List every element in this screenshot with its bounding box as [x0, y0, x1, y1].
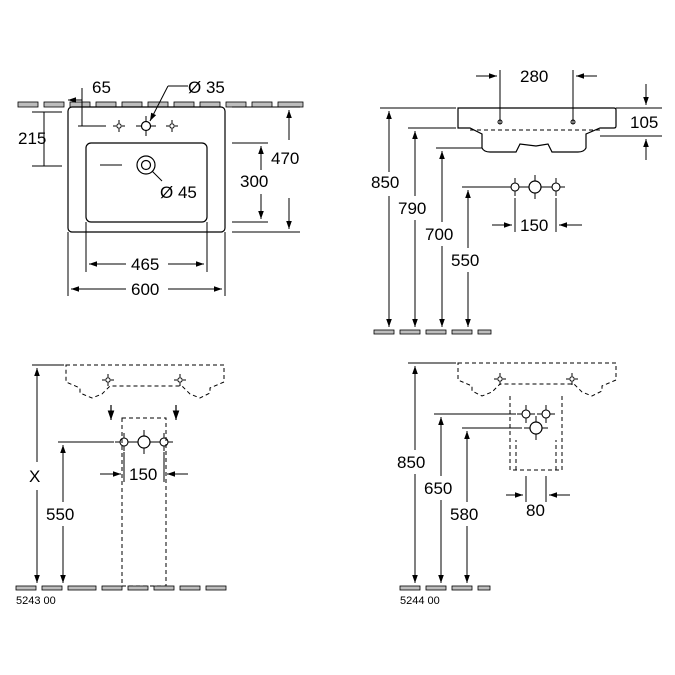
- dim-790: 790: [398, 199, 426, 218]
- floor-strip: [15, 585, 227, 591]
- dim-65: 65: [92, 78, 111, 97]
- dim-470: 470: [271, 149, 299, 168]
- semi-pedestal-view: 850 650 580 80 5244 00: [397, 362, 617, 607]
- dim-280: 280: [520, 67, 548, 86]
- supply-connection-icon: [536, 404, 556, 424]
- dim-465: 465: [131, 255, 159, 274]
- side-view: 280 105 850 790 700: [371, 67, 662, 335]
- pedestal-view: X 550 150 5243 00: [15, 364, 227, 607]
- dim-650: 650: [424, 479, 452, 498]
- fixing-point-icon: [493, 372, 507, 386]
- dim-300: 300: [240, 172, 268, 191]
- tap-hole-icon: [112, 119, 126, 133]
- basin-outline-dashed: [65, 364, 225, 399]
- basin-bowl: [85, 142, 208, 223]
- dim-215: 215: [18, 129, 46, 148]
- supply-connection-icon: [154, 432, 174, 452]
- supply-connection-icon: [505, 177, 525, 197]
- supply-connection-icon: [131, 429, 157, 455]
- supply-connection-icon: [114, 432, 134, 452]
- fixing-point-icon: [565, 372, 579, 386]
- supply-connection-icon: [546, 177, 566, 197]
- product-code: 5243 00: [16, 595, 56, 607]
- semi-pedestal-dashed: [509, 396, 563, 471]
- fixing-point-icon: [173, 373, 187, 387]
- floor-strip: [399, 585, 491, 591]
- tap-hole-icon: [165, 119, 179, 133]
- dim-x: X: [29, 467, 40, 486]
- dim-600: 600: [131, 280, 159, 299]
- dim-diameter-35: Ø 35: [188, 78, 225, 97]
- dim-550: 550: [451, 251, 479, 270]
- dim-80: 80: [526, 501, 545, 520]
- dim-850: 850: [397, 453, 425, 472]
- tap-hole-icon: [135, 115, 157, 137]
- dim-150: 150: [129, 465, 157, 484]
- fixing-point-icon: [101, 373, 115, 387]
- dim-550: 550: [46, 505, 74, 524]
- basin-outline-dashed: [457, 362, 617, 397]
- top-view: 65 Ø 35 215 470 300 Ø 45 465: [17, 78, 304, 299]
- basin-profile: [457, 107, 617, 153]
- product-code: 5244 00: [400, 595, 440, 607]
- supply-connection-icon: [523, 415, 549, 441]
- supply-connection-icon: [522, 174, 548, 200]
- dim-700: 700: [425, 225, 453, 244]
- drain-icon: [136, 155, 156, 175]
- floor-strip: [373, 329, 492, 335]
- dim-580: 580: [450, 505, 478, 524]
- wall-strip: [17, 101, 304, 108]
- basin-outline: [67, 106, 226, 233]
- supply-connection-icon: [516, 404, 536, 424]
- dim-850: 850: [371, 173, 399, 192]
- dim-150: 150: [520, 216, 548, 235]
- pedestal-dashed: [121, 417, 167, 587]
- dim-diameter-45: Ø 45: [160, 183, 197, 202]
- dim-105: 105: [630, 113, 658, 132]
